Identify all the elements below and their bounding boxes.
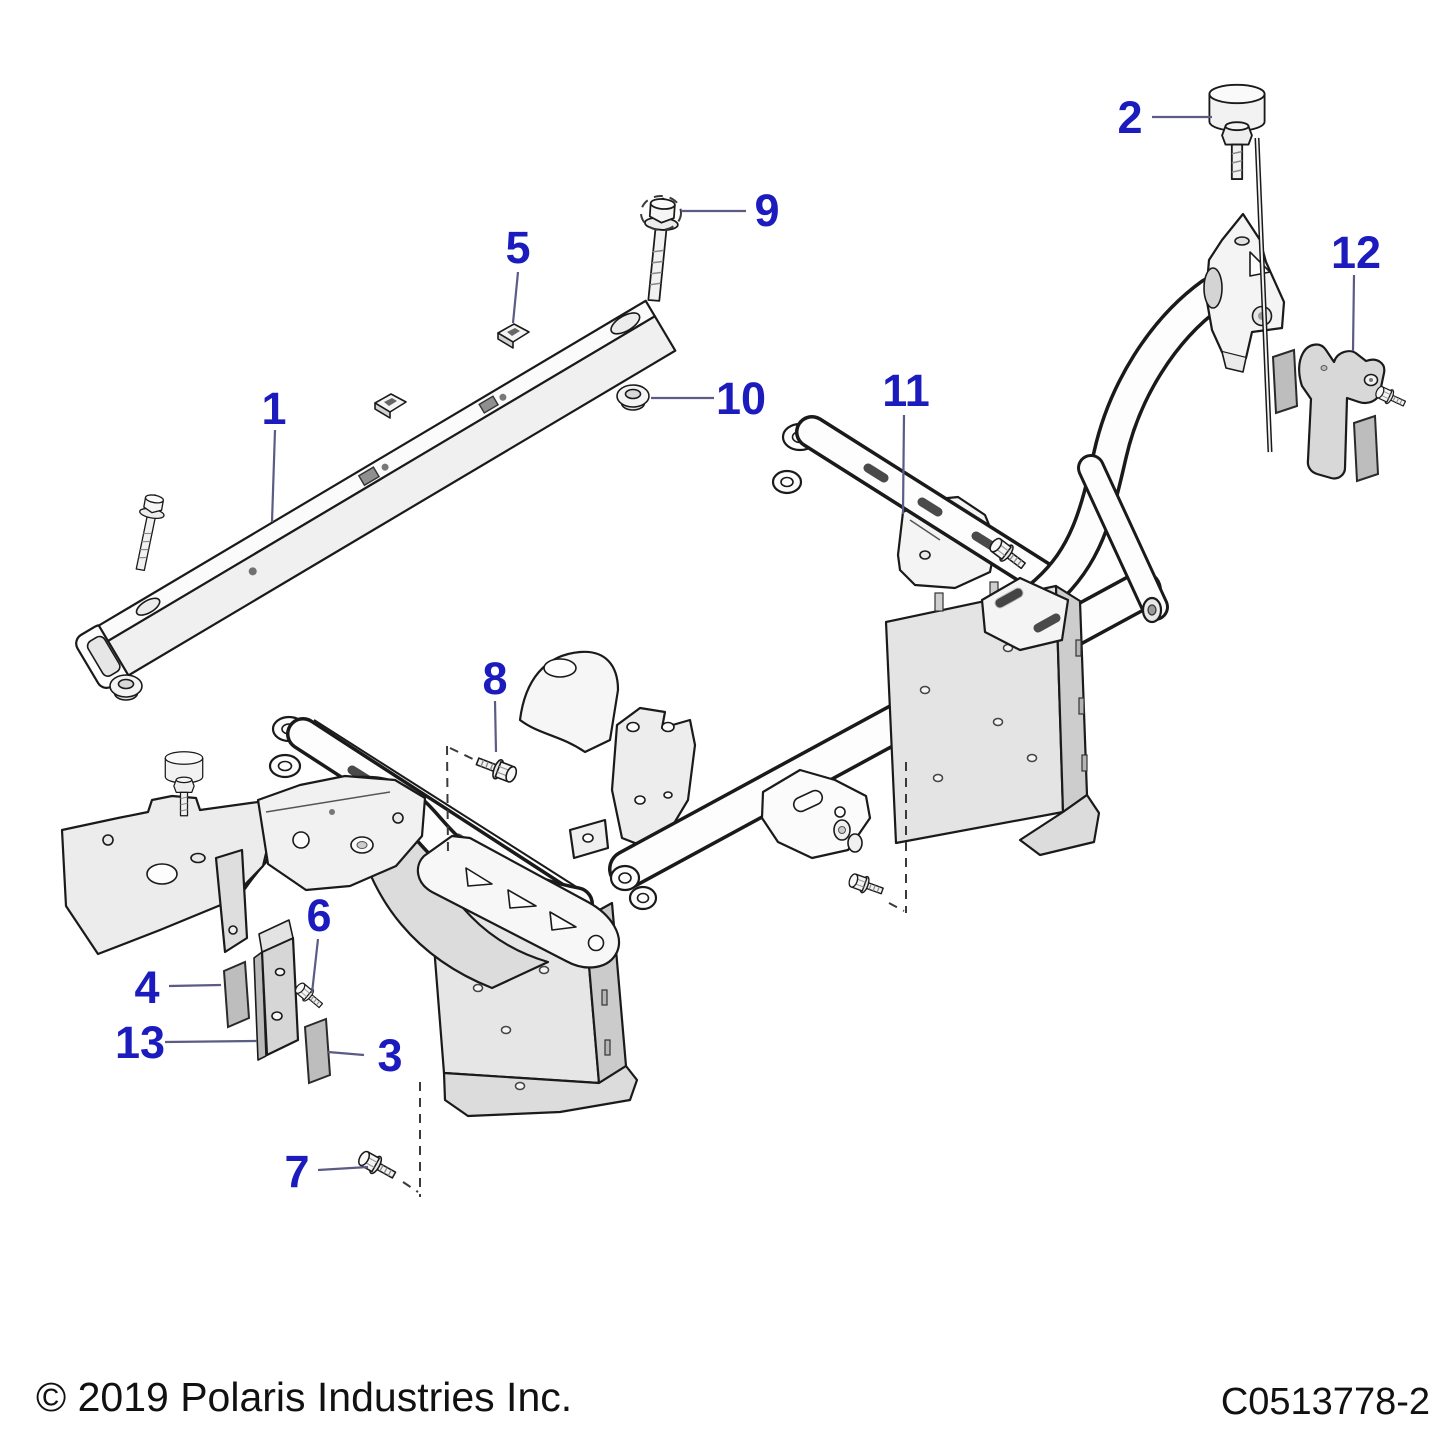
flange-bolt-9 [638,196,681,303]
u-clip-nut-5 [497,323,530,349]
rail-end-hole [610,312,641,335]
leader-line-4 [168,983,222,988]
callout-13: 13 [115,1017,165,1068]
rubber-plug [109,674,143,701]
flange-bolt [846,870,886,900]
leader-line-7 [317,1165,369,1172]
foam-pad [1352,414,1380,483]
callout-8: 8 [482,653,507,704]
callout-2: 2 [1117,92,1142,143]
small-bolt-6 [292,979,327,1012]
torque-reference-circle [640,195,682,231]
leader-line-12 [1351,274,1356,352]
flange-bolt-8-group [446,745,520,855]
foam-pad-4 [222,960,251,1029]
tube-clamp-bracket [518,650,620,754]
mud-guard-bracket-12 [1298,343,1386,480]
callout-11: 11 [882,365,930,416]
foam-pad-3 [303,1017,332,1085]
leader-line-5 [511,271,520,324]
copyright-text: © 2019 Polaris Industries Inc. [36,1374,573,1420]
callout-12: 12 [1331,227,1381,278]
rail-square-hole [357,466,381,487]
leader-line-1 [270,429,277,523]
callout-4: 4 [134,962,159,1013]
leader-line-6 [310,938,320,994]
bracket-13 [260,936,300,1057]
leader-line-11 [901,414,906,515]
callout-3: 3 [377,1030,402,1081]
drawing-number: C0513778-2 [1220,1381,1430,1423]
flange-bolt-7 [354,1147,400,1185]
callout-10: 10 [716,373,766,424]
leader-line-8 [493,700,498,753]
foam-pad [1271,348,1299,415]
callout-5: 5 [505,222,530,273]
callout-1: 1 [261,383,286,434]
callout-6: 6 [306,890,331,941]
square-rail-part-1 [75,195,682,701]
rubber-plug-10 [616,384,650,411]
vertical-vane [214,848,249,954]
callout-9: 9 [754,185,779,236]
callout-labels: 1 2 3 4 5 6 7 8 9 10 11 12 13 [115,92,1381,1197]
leader-line-13 [164,1039,258,1044]
flange-bolt-rail [129,492,168,573]
small-bolt [1373,383,1409,412]
rail-square-hole [478,395,500,414]
tall-support-bracket [610,706,697,847]
leader-line-3 [327,1050,365,1057]
rear-frame-weldment-right [568,83,1409,913]
callout-7: 7 [284,1146,309,1197]
flange-bolt-8 [473,751,520,787]
rear-frame-weldment-left [60,650,639,1197]
leader-lines [164,115,1356,1172]
u-clip-nut [374,393,407,419]
bent-mount-bracket [256,774,427,892]
